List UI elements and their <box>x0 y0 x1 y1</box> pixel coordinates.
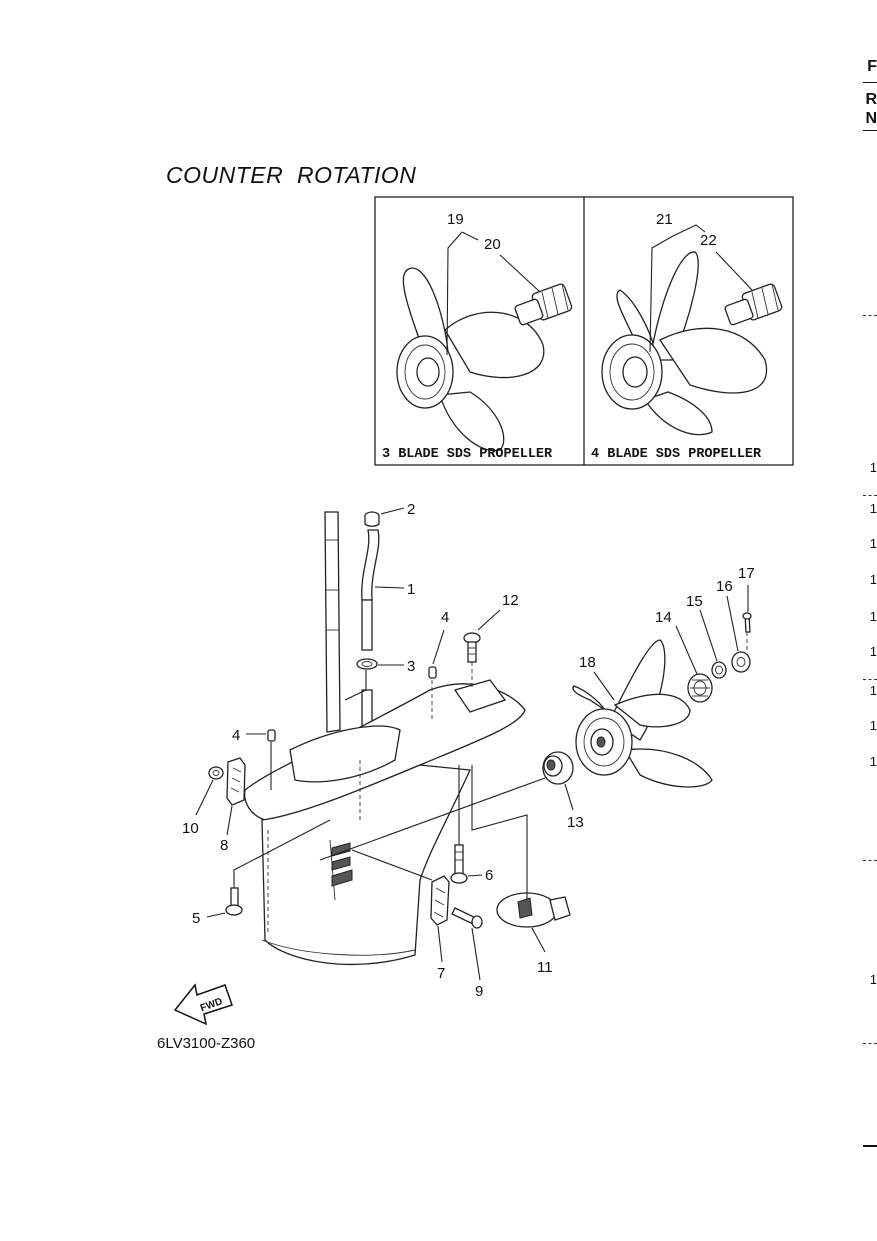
edge-number: 1 <box>869 609 877 624</box>
part-4-dowel-left: 4 <box>232 727 276 790</box>
callout-15: 15 <box>686 593 703 610</box>
part-8-anode: 8 <box>220 757 246 854</box>
edge-dash <box>863 1043 877 1044</box>
callout-6: 6 <box>485 867 493 884</box>
part-7-anode: 7 <box>351 849 450 982</box>
callout-12: 12 <box>502 592 519 609</box>
edge-dash <box>863 679 877 680</box>
edge-dash <box>863 315 877 316</box>
lower-casing-drawing <box>244 511 526 966</box>
edge-number: 1 <box>869 501 877 516</box>
part-10-nut: 10 <box>182 766 224 837</box>
callout-10: 10 <box>182 820 199 837</box>
part-5-bolt: 5 <box>192 819 331 927</box>
callout-19: 19 <box>447 211 464 228</box>
edge-number: 1 <box>869 460 877 475</box>
callout-2: 2 <box>407 501 415 518</box>
part-13-thrust-hub: 13 <box>319 751 584 861</box>
callout-20: 20 <box>484 236 501 253</box>
caption-3-blade: 3 BLADE SDS PROPELLER <box>382 447 553 462</box>
edge-letter-n: N <box>865 110 877 127</box>
edge-letter-r: R <box>865 91 877 108</box>
part-17-cotter-pin: 17 <box>738 565 755 652</box>
callout-1: 1 <box>407 581 415 598</box>
callout-22: 22 <box>700 232 717 249</box>
propeller-options-inset: 19 20 21 22 3 BLADE SDS PROPELLER 4 <box>374 196 794 466</box>
part-14-spacer: 14 <box>655 609 713 703</box>
callout-11: 11 <box>537 959 553 976</box>
callout-8: 8 <box>220 837 228 854</box>
part-15-washer: 15 <box>686 593 727 679</box>
callout-18: 18 <box>579 654 596 671</box>
edge-dash <box>863 860 877 861</box>
callout-4-left: 4 <box>232 727 240 744</box>
part-11-trim-tab: 11 <box>471 765 571 976</box>
callout-7: 7 <box>437 965 445 982</box>
edge-dash <box>863 495 877 496</box>
part-16-nut: 16 <box>716 578 751 673</box>
edge-number: 1 <box>869 683 877 698</box>
part-18-propeller: 18 <box>572 639 713 788</box>
callout-4-right: 4 <box>441 609 449 626</box>
part-4-dowel-right: 4 <box>428 609 449 720</box>
forward-direction-arrow-icon: FWD <box>173 983 233 1026</box>
edge-number: 1 <box>869 536 877 551</box>
edge-number: 1 <box>869 644 877 659</box>
part-3-seal: 3 <box>344 658 415 701</box>
edge-number: 1 <box>869 972 877 987</box>
edge-rule <box>863 1145 877 1147</box>
callout-13: 13 <box>567 814 584 831</box>
edge-letter-f: F <box>867 58 877 75</box>
edge-rule <box>863 82 877 83</box>
callout-9: 9 <box>475 983 483 1000</box>
page-title: COUNTER ROTATION <box>166 162 417 188</box>
four-blade-propeller-drawing: 21 22 <box>601 211 783 436</box>
caption-4-blade: 4 BLADE SDS PROPELLER <box>591 447 762 462</box>
edge-number: 1 <box>869 754 877 769</box>
part-9-bolt: 9 <box>451 907 483 1000</box>
part-2-grommet: 2 <box>364 501 415 527</box>
callout-21: 21 <box>656 211 673 228</box>
callout-14: 14 <box>655 609 672 626</box>
part-1-water-tube: 1 <box>361 529 415 651</box>
three-blade-propeller-drawing: 19 20 <box>396 211 573 452</box>
callout-16: 16 <box>716 578 733 595</box>
callout-3: 3 <box>407 658 415 675</box>
edge-number: 1 <box>869 572 877 587</box>
part-6-bolt: 6 <box>450 765 493 884</box>
callout-17: 17 <box>738 565 755 582</box>
diagram-code: 6LV3100-Z360 <box>157 1035 256 1052</box>
part-12-bolt: 12 <box>463 592 519 690</box>
callout-5: 5 <box>192 910 200 927</box>
edge-number: 1 <box>869 718 877 733</box>
edge-rule <box>863 130 877 131</box>
